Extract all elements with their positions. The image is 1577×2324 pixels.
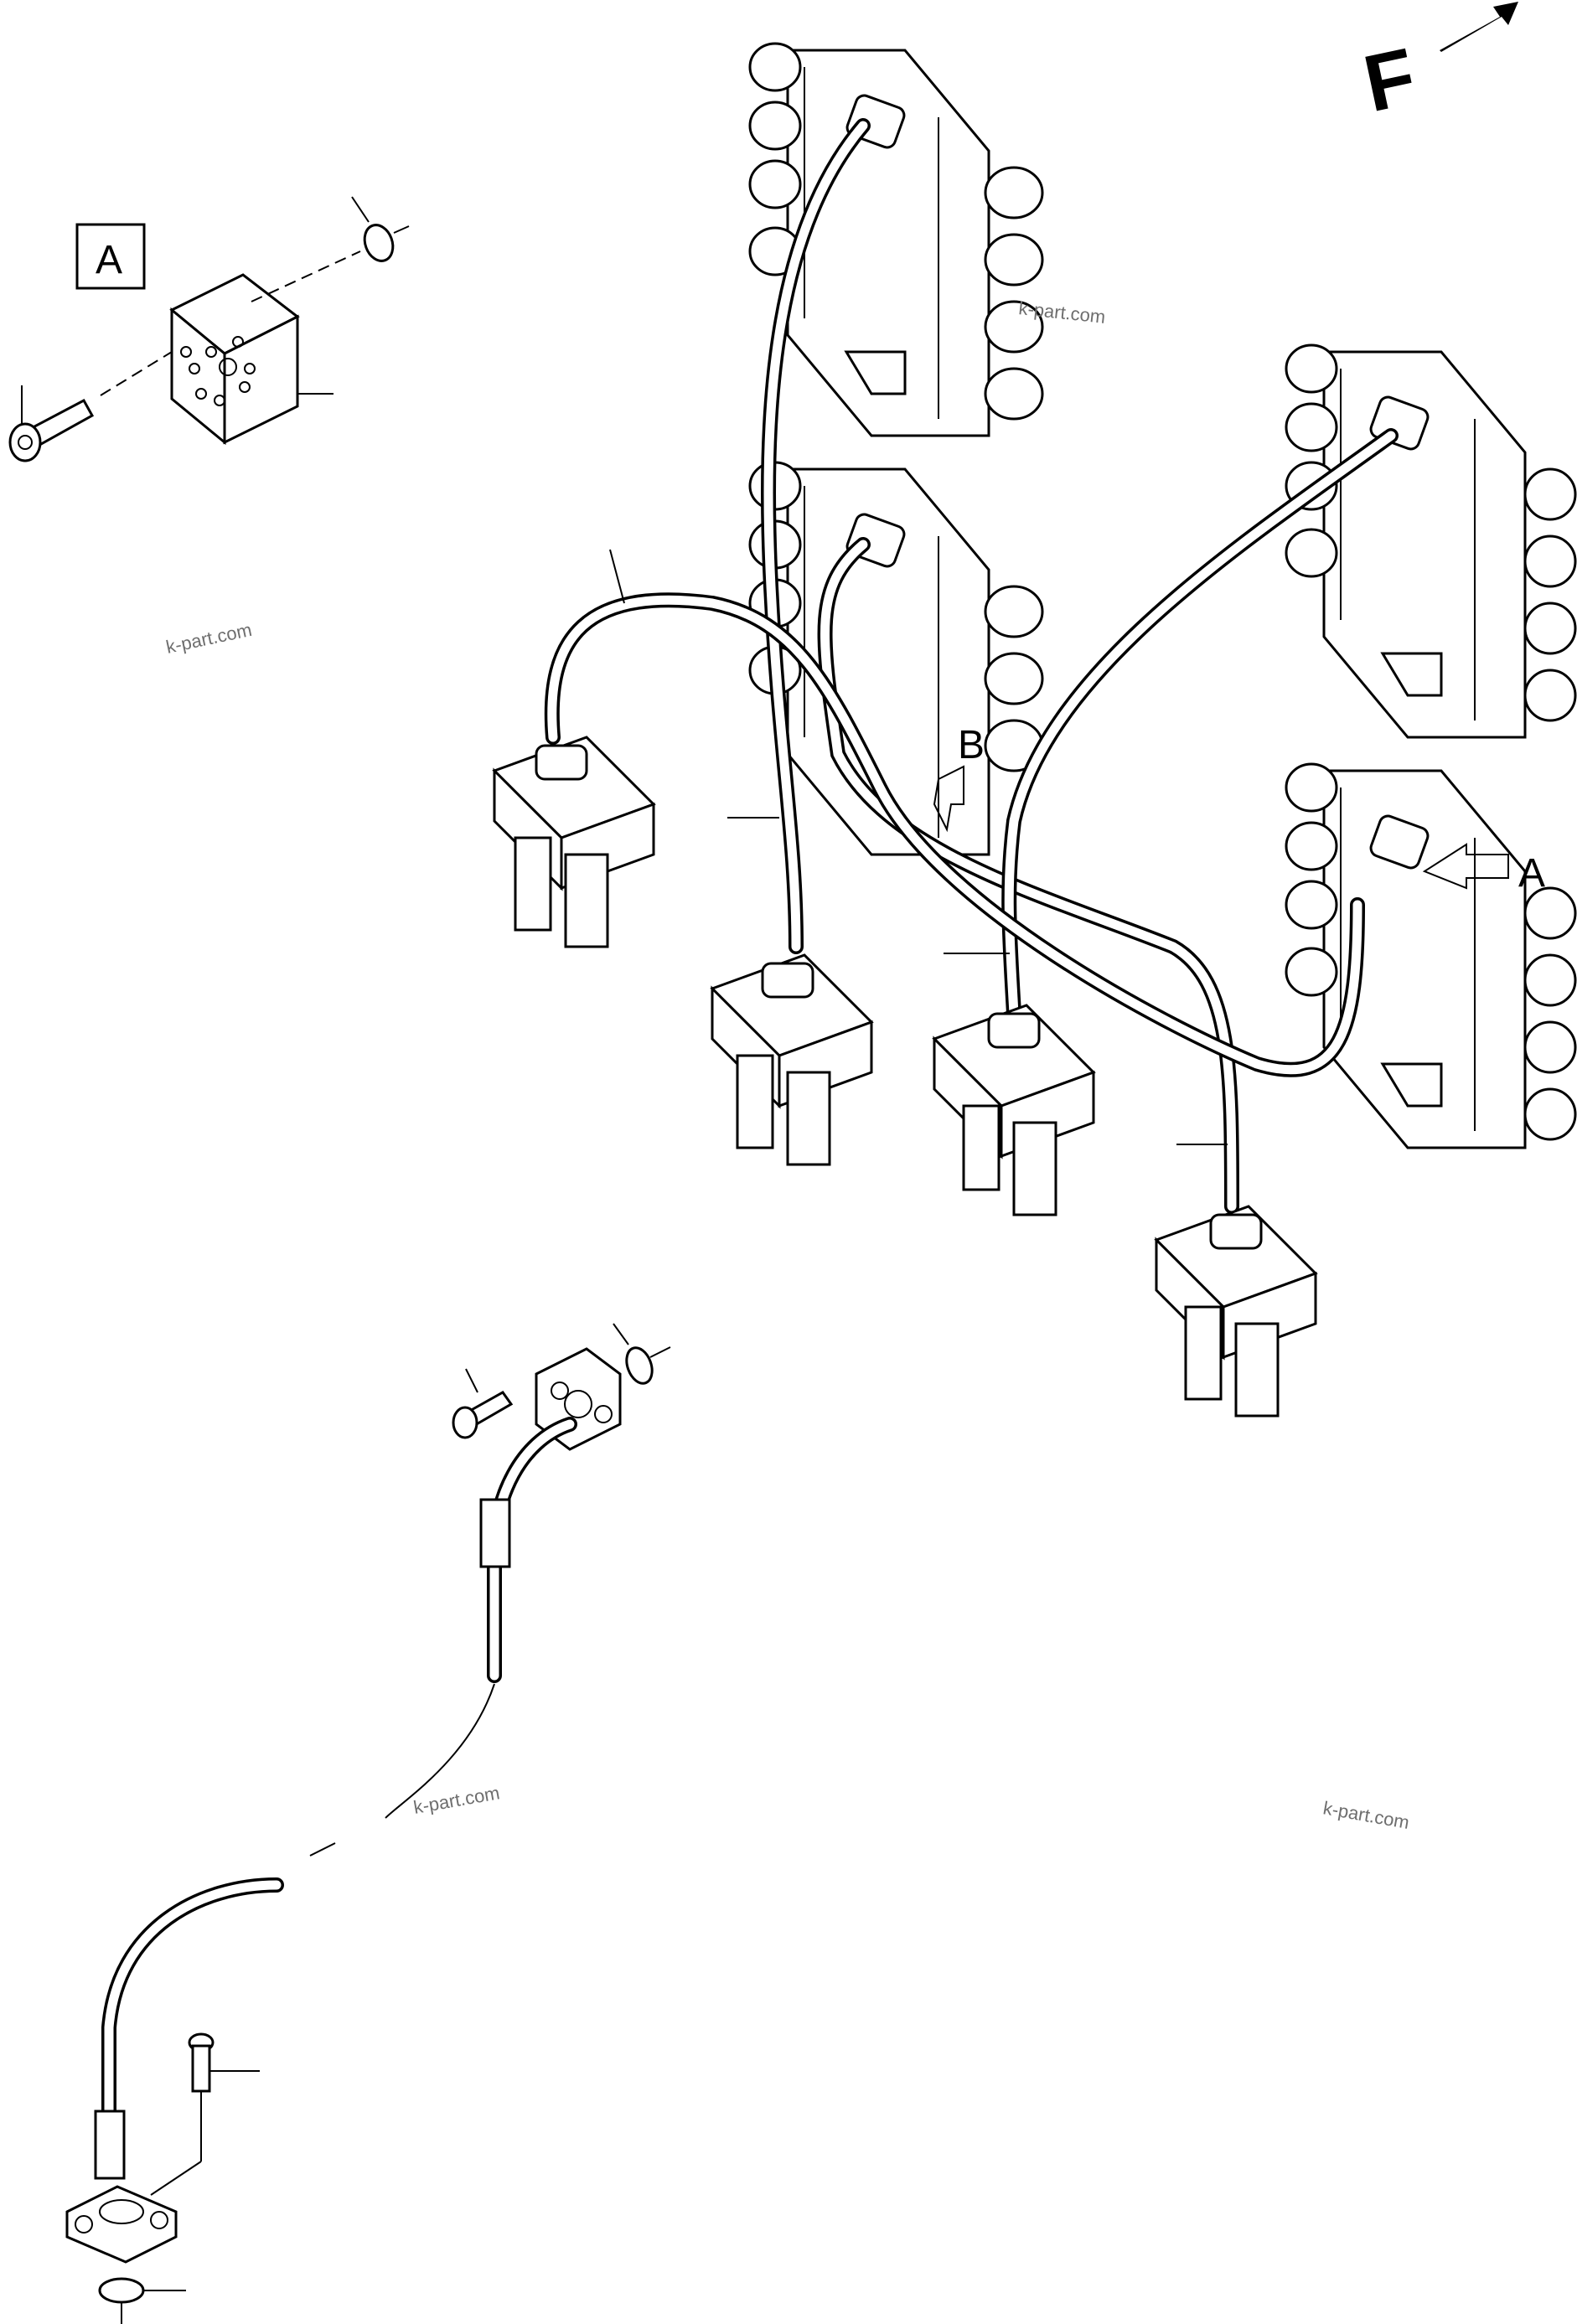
lower-flange-bolt [150, 2032, 260, 2196]
filter-unit-1 [492, 736, 656, 948]
view-b-label: B [958, 723, 985, 767]
view-a-label: A [1518, 851, 1545, 896]
leader-lines [609, 549, 1228, 1145]
upper-hose-fitting [479, 1498, 511, 1568]
valve-stack-right-bottom [1285, 762, 1577, 1149]
lower-hose-fitting [94, 2110, 126, 2180]
direction-letter: F [1357, 31, 1424, 129]
front-direction-indicator: F [1357, 2, 1518, 129]
detail-a-label: A [96, 238, 122, 282]
detail-a-group: A [8, 196, 410, 462]
filter-unit-4 [1154, 1205, 1318, 1418]
lower-hose-assembly [65, 1323, 671, 2324]
detail-a-frame [75, 223, 146, 290]
lower-flange [65, 2185, 178, 2264]
filter-unit-2 [710, 953, 874, 1166]
view-b-marker: B [933, 723, 985, 833]
upper-flange-bolt [452, 1368, 514, 1439]
watermark: k-part.com [164, 619, 254, 658]
view-a-arrow-icon [1422, 843, 1509, 890]
view-b-arrow-icon [933, 765, 964, 833]
hose-break-line [385, 1683, 495, 1819]
block-port [189, 363, 200, 374]
watermark: k-part.com [1321, 1797, 1411, 1833]
detail-a-bolt [8, 385, 95, 462]
upper-o-ring [613, 1323, 671, 1385]
lower-o-ring [98, 2277, 186, 2324]
valve-stack-right-top [1285, 343, 1577, 739]
arrow-right-up-icon [1440, 2, 1518, 52]
spacer-block [169, 273, 300, 446]
pilot-hoses [544, 118, 1399, 1214]
detail-a-o-ring [351, 196, 410, 262]
view-a-marker: A [1422, 843, 1545, 896]
filter-unit-3 [932, 1004, 1096, 1216]
watermark: k-part.com [412, 1782, 502, 1818]
